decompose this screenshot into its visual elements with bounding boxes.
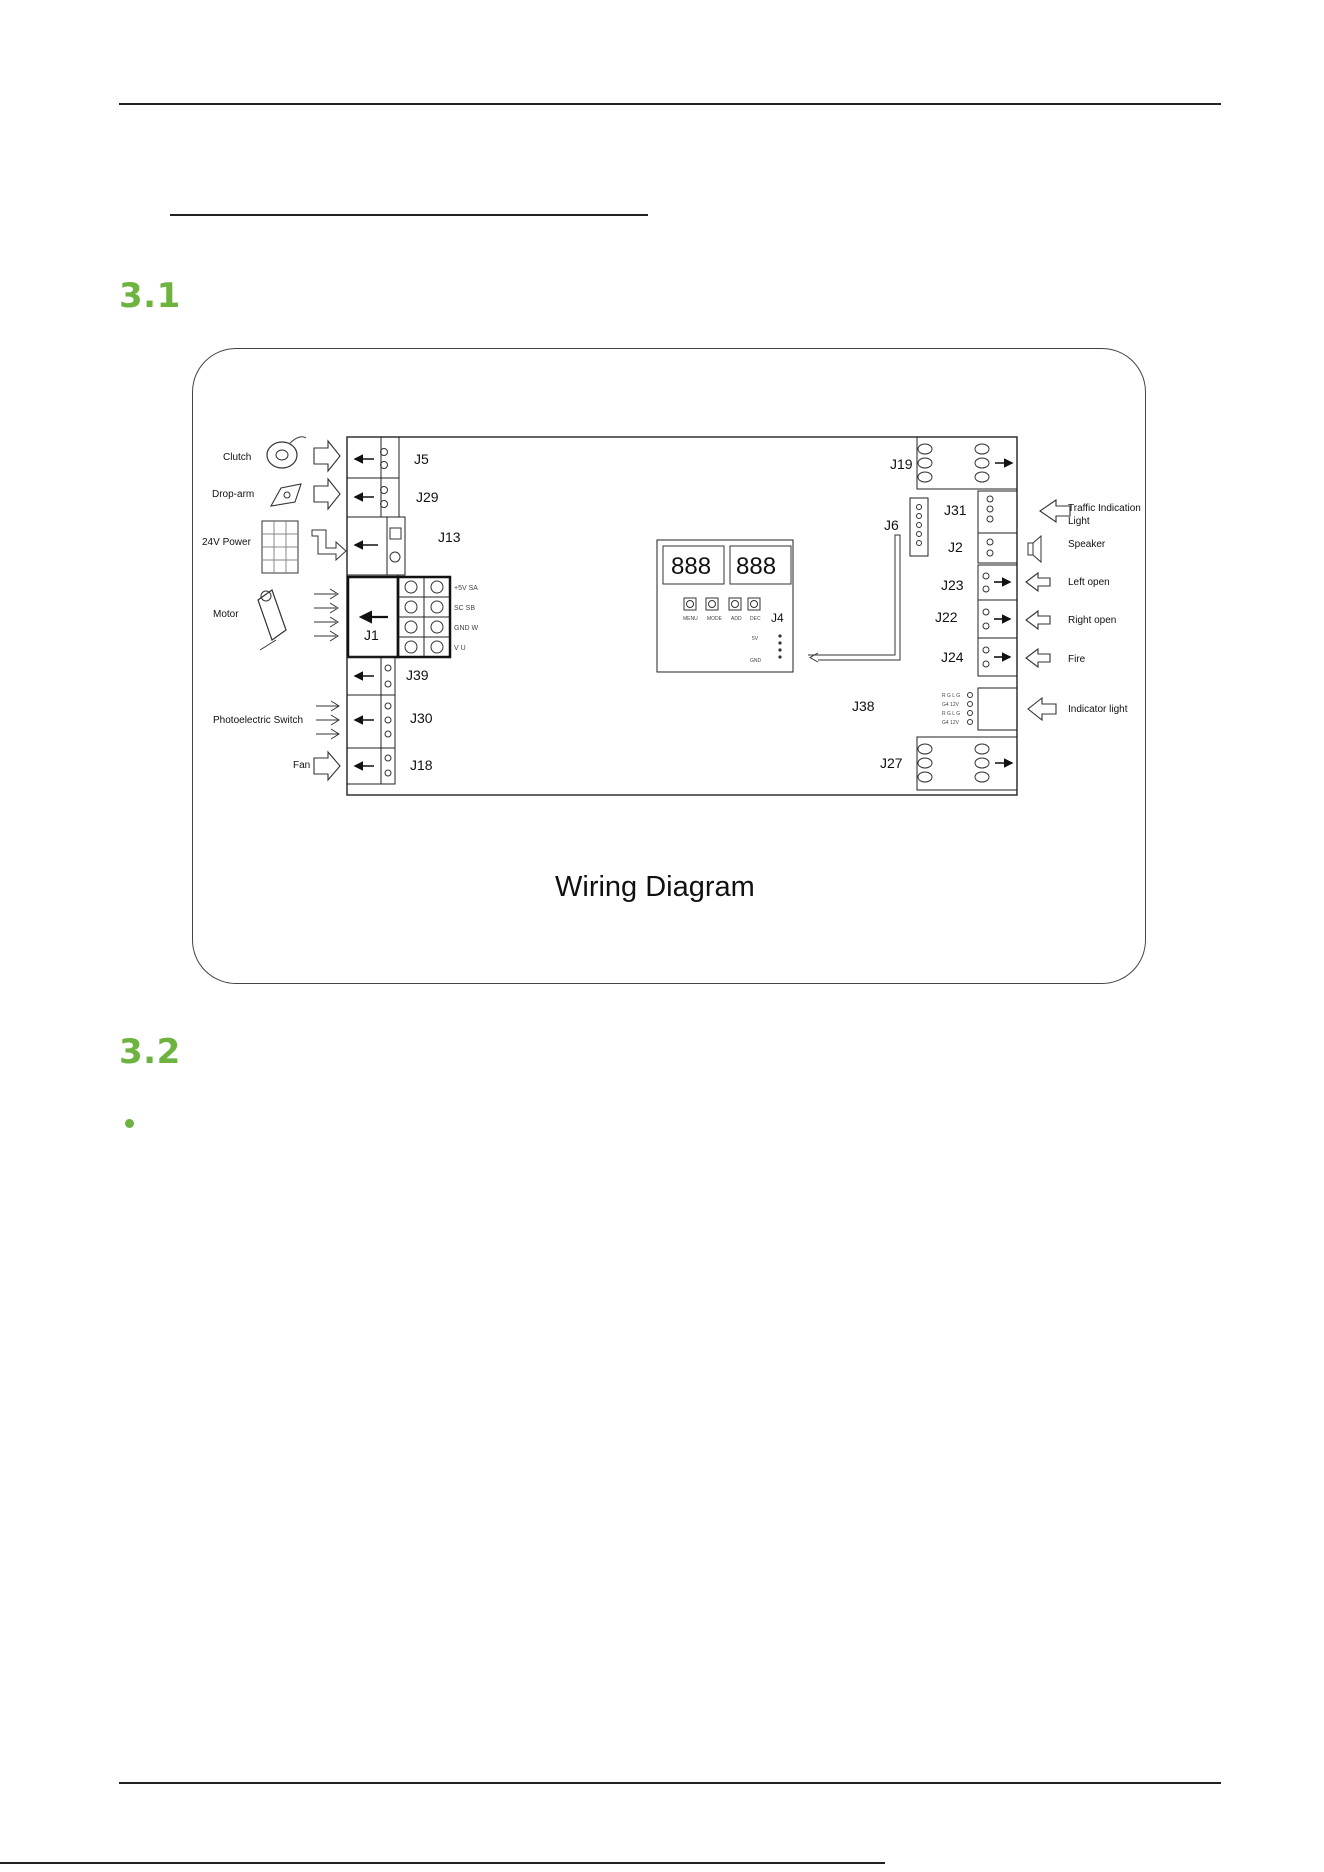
connector-j39: J39 — [346, 656, 429, 696]
label-left-open: Left open — [1068, 577, 1110, 588]
fan-device: Fan — [293, 750, 341, 782]
button-menu-label: MENU — [683, 616, 698, 622]
connector-j18: J18 — [346, 747, 433, 785]
label-j4: J4 — [771, 611, 784, 625]
motor-pins-row-3: GND W — [454, 625, 479, 632]
photoelectric-switch-device: Photoelectric Switch — [213, 700, 340, 740]
label-drop-arm: Drop-arm — [212, 489, 254, 500]
wiring-diagram-frame — [192, 348, 1146, 984]
label-24v-power: 24V Power — [202, 537, 252, 548]
connector-j5: J5 — [346, 436, 429, 479]
j38-pin-row-3: R G L G — [942, 711, 960, 717]
label-clutch: Clutch — [223, 452, 251, 463]
label-j38: J38 — [852, 698, 875, 714]
drop-arm-device: Drop-arm — [212, 477, 341, 511]
speaker-input: Speaker — [1027, 534, 1106, 564]
label-j6: J6 — [884, 517, 899, 533]
j4-j6-cable — [808, 534, 901, 661]
motor-device: Motor — [213, 588, 339, 651]
label-j39: J39 — [406, 667, 429, 683]
j38-pin-row-2: G4 12V — [942, 702, 960, 708]
page-bottom-rule — [0, 1862, 885, 1864]
connector-j22: J22 — [935, 599, 1018, 639]
label-traffic-light: Light — [1068, 516, 1090, 527]
traffic-light-input: Traffic Indication Light — [1039, 498, 1141, 527]
label-indicator-light: Indicator light — [1068, 704, 1128, 715]
label-photoelectric-switch: Photoelectric Switch — [213, 715, 303, 726]
clutch-device: Clutch — [223, 436, 341, 473]
label-j19: J19 — [890, 456, 913, 472]
display-right-digits: 888 — [736, 553, 776, 580]
motor-pins-row-4: V U — [454, 645, 466, 652]
j38-pin-row-4: G4 12V — [942, 720, 960, 726]
power-supply-device: 24V Power — [202, 520, 347, 574]
j4-pin-5v: 5V — [752, 636, 759, 642]
label-speaker: Speaker — [1068, 539, 1106, 550]
connector-j31: J31 — [944, 490, 1018, 534]
title-underline — [170, 214, 648, 216]
label-j5: J5 — [414, 451, 429, 467]
label-j27: J27 — [880, 755, 903, 771]
connector-j38: R G L G G4 12V R G L G G4 12V J38 — [852, 687, 1018, 731]
connector-j2: J2 — [948, 532, 1018, 564]
indicator-light-input: Indicator light — [1027, 696, 1128, 722]
connector-j13: J13 — [346, 516, 461, 576]
connector-j30: J30 — [346, 694, 433, 749]
fire-input: Fire — [1025, 647, 1086, 669]
connector-j24: J24 — [941, 637, 1018, 677]
j38-pin-row-1: R G L G — [942, 693, 960, 699]
footer-rule — [119, 1782, 1221, 1784]
j4-pin-gnd: GND — [750, 658, 762, 664]
connector-j29: J29 — [346, 477, 439, 518]
label-fan: Fan — [293, 760, 310, 771]
label-traffic-indication: Traffic Indication — [1068, 503, 1141, 514]
label-right-open: Right open — [1068, 615, 1116, 626]
label-j13: J13 — [438, 529, 461, 545]
display-module: 888 888 MENU MODE ADD DEC J4 5V GND — [656, 539, 794, 673]
label-fire: Fire — [1068, 654, 1086, 665]
bullet-point — [125, 1119, 134, 1128]
connector-j23: J23 — [941, 564, 1018, 601]
right-open-input: Right open — [1025, 609, 1116, 631]
section-number-3-2: 3.2 — [119, 1032, 181, 1072]
label-j30: J30 — [410, 710, 433, 726]
display-left-digits: 888 — [671, 553, 711, 580]
connector-j6: J6 — [884, 497, 929, 557]
label-j24: J24 — [941, 649, 964, 665]
label-j1: J1 — [364, 627, 379, 643]
button-mode-label: MODE — [707, 616, 723, 622]
label-j23: J23 — [941, 577, 964, 593]
label-j31: J31 — [944, 502, 967, 518]
diagram-caption: Wiring Diagram — [555, 871, 755, 903]
motor-pins-row-2: SC SB — [454, 605, 475, 612]
label-j2: J2 — [948, 539, 963, 555]
left-open-input: Left open — [1025, 571, 1110, 593]
label-j18: J18 — [410, 757, 433, 773]
connector-j27: J27 — [880, 736, 1018, 791]
section-number-3-1: 3.1 — [119, 276, 181, 316]
header-rule — [119, 103, 1221, 105]
motor-pins-row-1: +5V SA — [454, 585, 478, 592]
label-j22: J22 — [935, 609, 958, 625]
label-motor: Motor — [213, 609, 239, 620]
label-j29: J29 — [416, 489, 439, 505]
button-dec-label: DEC — [750, 616, 761, 622]
connector-j1: J1 +5V SA SC SB GND W V U — [346, 575, 479, 659]
connector-j19: J19 — [890, 436, 1018, 490]
button-add-label: ADD — [731, 616, 742, 622]
